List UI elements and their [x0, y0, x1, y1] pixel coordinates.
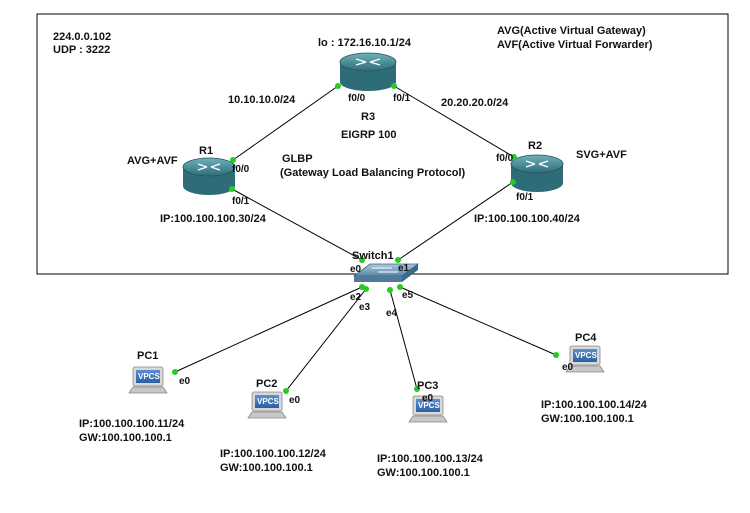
router-r2[interactable]: [510, 154, 564, 192]
r1-port-f00: f0/0: [232, 164, 250, 175]
router-arrows-icon: [197, 163, 221, 171]
pc2-gw: GW:100.100.100.1: [220, 462, 313, 474]
multicast-address: 224.0.0.102: [53, 31, 111, 43]
port-dot: [229, 186, 235, 192]
r2-port-f00: f0/0: [496, 153, 514, 164]
port-dot: [391, 83, 397, 89]
r3-name: R3: [361, 111, 375, 123]
r3-port-f01: f0/1: [393, 93, 411, 104]
switch-arrows-icon: [372, 267, 398, 273]
pc1-ip: IP:100.100.100.11/24: [79, 418, 185, 430]
pc3-gw: GW:100.100.100.1: [377, 467, 470, 479]
switch-name: Switch1: [352, 250, 394, 262]
link-switch-pc1[interactable]: [174, 286, 363, 373]
pc2-ip: IP:100.100.100.12/24: [220, 448, 327, 460]
pc3-name: PC3: [417, 380, 438, 392]
router-r3[interactable]: [339, 52, 397, 91]
pc-4[interactable]: VPCS: [565, 345, 605, 373]
port-dot: [553, 352, 559, 358]
vpcs-badge: VPCS: [138, 372, 160, 381]
switch-port-e1: e1: [398, 263, 410, 274]
switch-port-e3: e3: [359, 302, 371, 313]
router-arrows-icon: [525, 160, 549, 168]
legend-avg: AVG(Active Virtual Gateway): [497, 25, 646, 37]
port-dot: [172, 369, 178, 375]
pc4-port: e0: [562, 362, 574, 373]
port-dot: [510, 179, 516, 185]
pc1-gw: GW:100.100.100.1: [79, 432, 172, 444]
pc1-port: e0: [179, 376, 191, 387]
pc2-name: PC2: [256, 378, 277, 390]
r3-loopback: lo : 172.16.10.1/24: [318, 37, 412, 49]
r3-port-f00: f0/0: [348, 93, 366, 104]
pc3-port: e0: [422, 393, 434, 404]
pc3-ip: IP:100.100.100.13/24: [377, 453, 484, 465]
port-dot: [363, 286, 369, 292]
glbp-boundary: [36, 13, 729, 275]
link-switch-pc2[interactable]: [285, 288, 367, 392]
r2-port-f01: f0/1: [516, 192, 534, 203]
port-dot: [387, 287, 393, 293]
port-dot: [395, 257, 401, 263]
pc-3[interactable]: VPCS: [408, 395, 448, 423]
vpcs-badge: VPCS: [575, 351, 597, 360]
udp-port: UDP : 3222: [53, 44, 110, 56]
pc4-ip: IP:100.100.100.14/24: [541, 399, 648, 411]
r3-protocol: EIGRP 100: [341, 129, 396, 141]
switch-port-e5: e5: [402, 290, 414, 301]
r1-ip: IP:100.100.100.30/24: [160, 213, 267, 225]
glbp-fullname: (Gateway Load Balancing Protocol): [280, 167, 466, 179]
r1-role: AVG+AVF: [127, 155, 178, 167]
r1-name: R1: [199, 145, 213, 157]
glbp-title: GLBP: [282, 153, 313, 165]
link-r1-r3[interactable]: [232, 85, 339, 161]
switch-1[interactable]: [352, 263, 420, 282]
router-arrows-icon: [355, 58, 381, 66]
port-dot: [397, 284, 403, 290]
switch-port-e0: e0: [350, 264, 362, 275]
port-dot: [359, 257, 365, 263]
r1-port-f01: f0/1: [232, 196, 250, 207]
link-r1-switch[interactable]: [231, 188, 363, 261]
link-switch-pc3[interactable]: [389, 289, 418, 390]
port-dot: [511, 154, 517, 160]
port-dots: [172, 83, 559, 394]
network-r3-r2: 20.20.20.0/24: [441, 97, 509, 109]
links: [174, 85, 557, 392]
pc-2[interactable]: VPCS: [247, 391, 287, 419]
pc1-name: PC1: [137, 350, 158, 362]
switch-port-e4: e4: [386, 308, 398, 319]
pc4-name: PC4: [575, 332, 597, 344]
switch-port-e2: e2: [350, 292, 362, 303]
pc4-gw: GW:100.100.100.1: [541, 413, 634, 425]
r2-ip: IP:100.100.100.40/24: [474, 213, 581, 225]
r2-role: SVG+AVF: [576, 149, 627, 161]
router-r1[interactable]: [182, 157, 236, 195]
link-r3-r2[interactable]: [393, 85, 515, 158]
vpcs-badge: VPCS: [418, 401, 440, 410]
r2-name: R2: [528, 140, 542, 152]
port-dot: [230, 157, 236, 163]
vpcs-badge: VPCS: [257, 397, 279, 406]
legend-avf: AVF(Active Virtual Forwarder): [497, 39, 653, 51]
link-switch-pc4[interactable]: [399, 286, 557, 356]
port-dot: [335, 83, 341, 89]
port-dot: [283, 388, 289, 394]
link-r2-switch[interactable]: [397, 181, 514, 261]
pc-1[interactable]: VPCS: [128, 366, 168, 394]
pc2-port: e0: [289, 395, 301, 406]
port-dot: [414, 386, 420, 392]
network-r1-r3: 10.10.10.0/24: [228, 94, 296, 106]
